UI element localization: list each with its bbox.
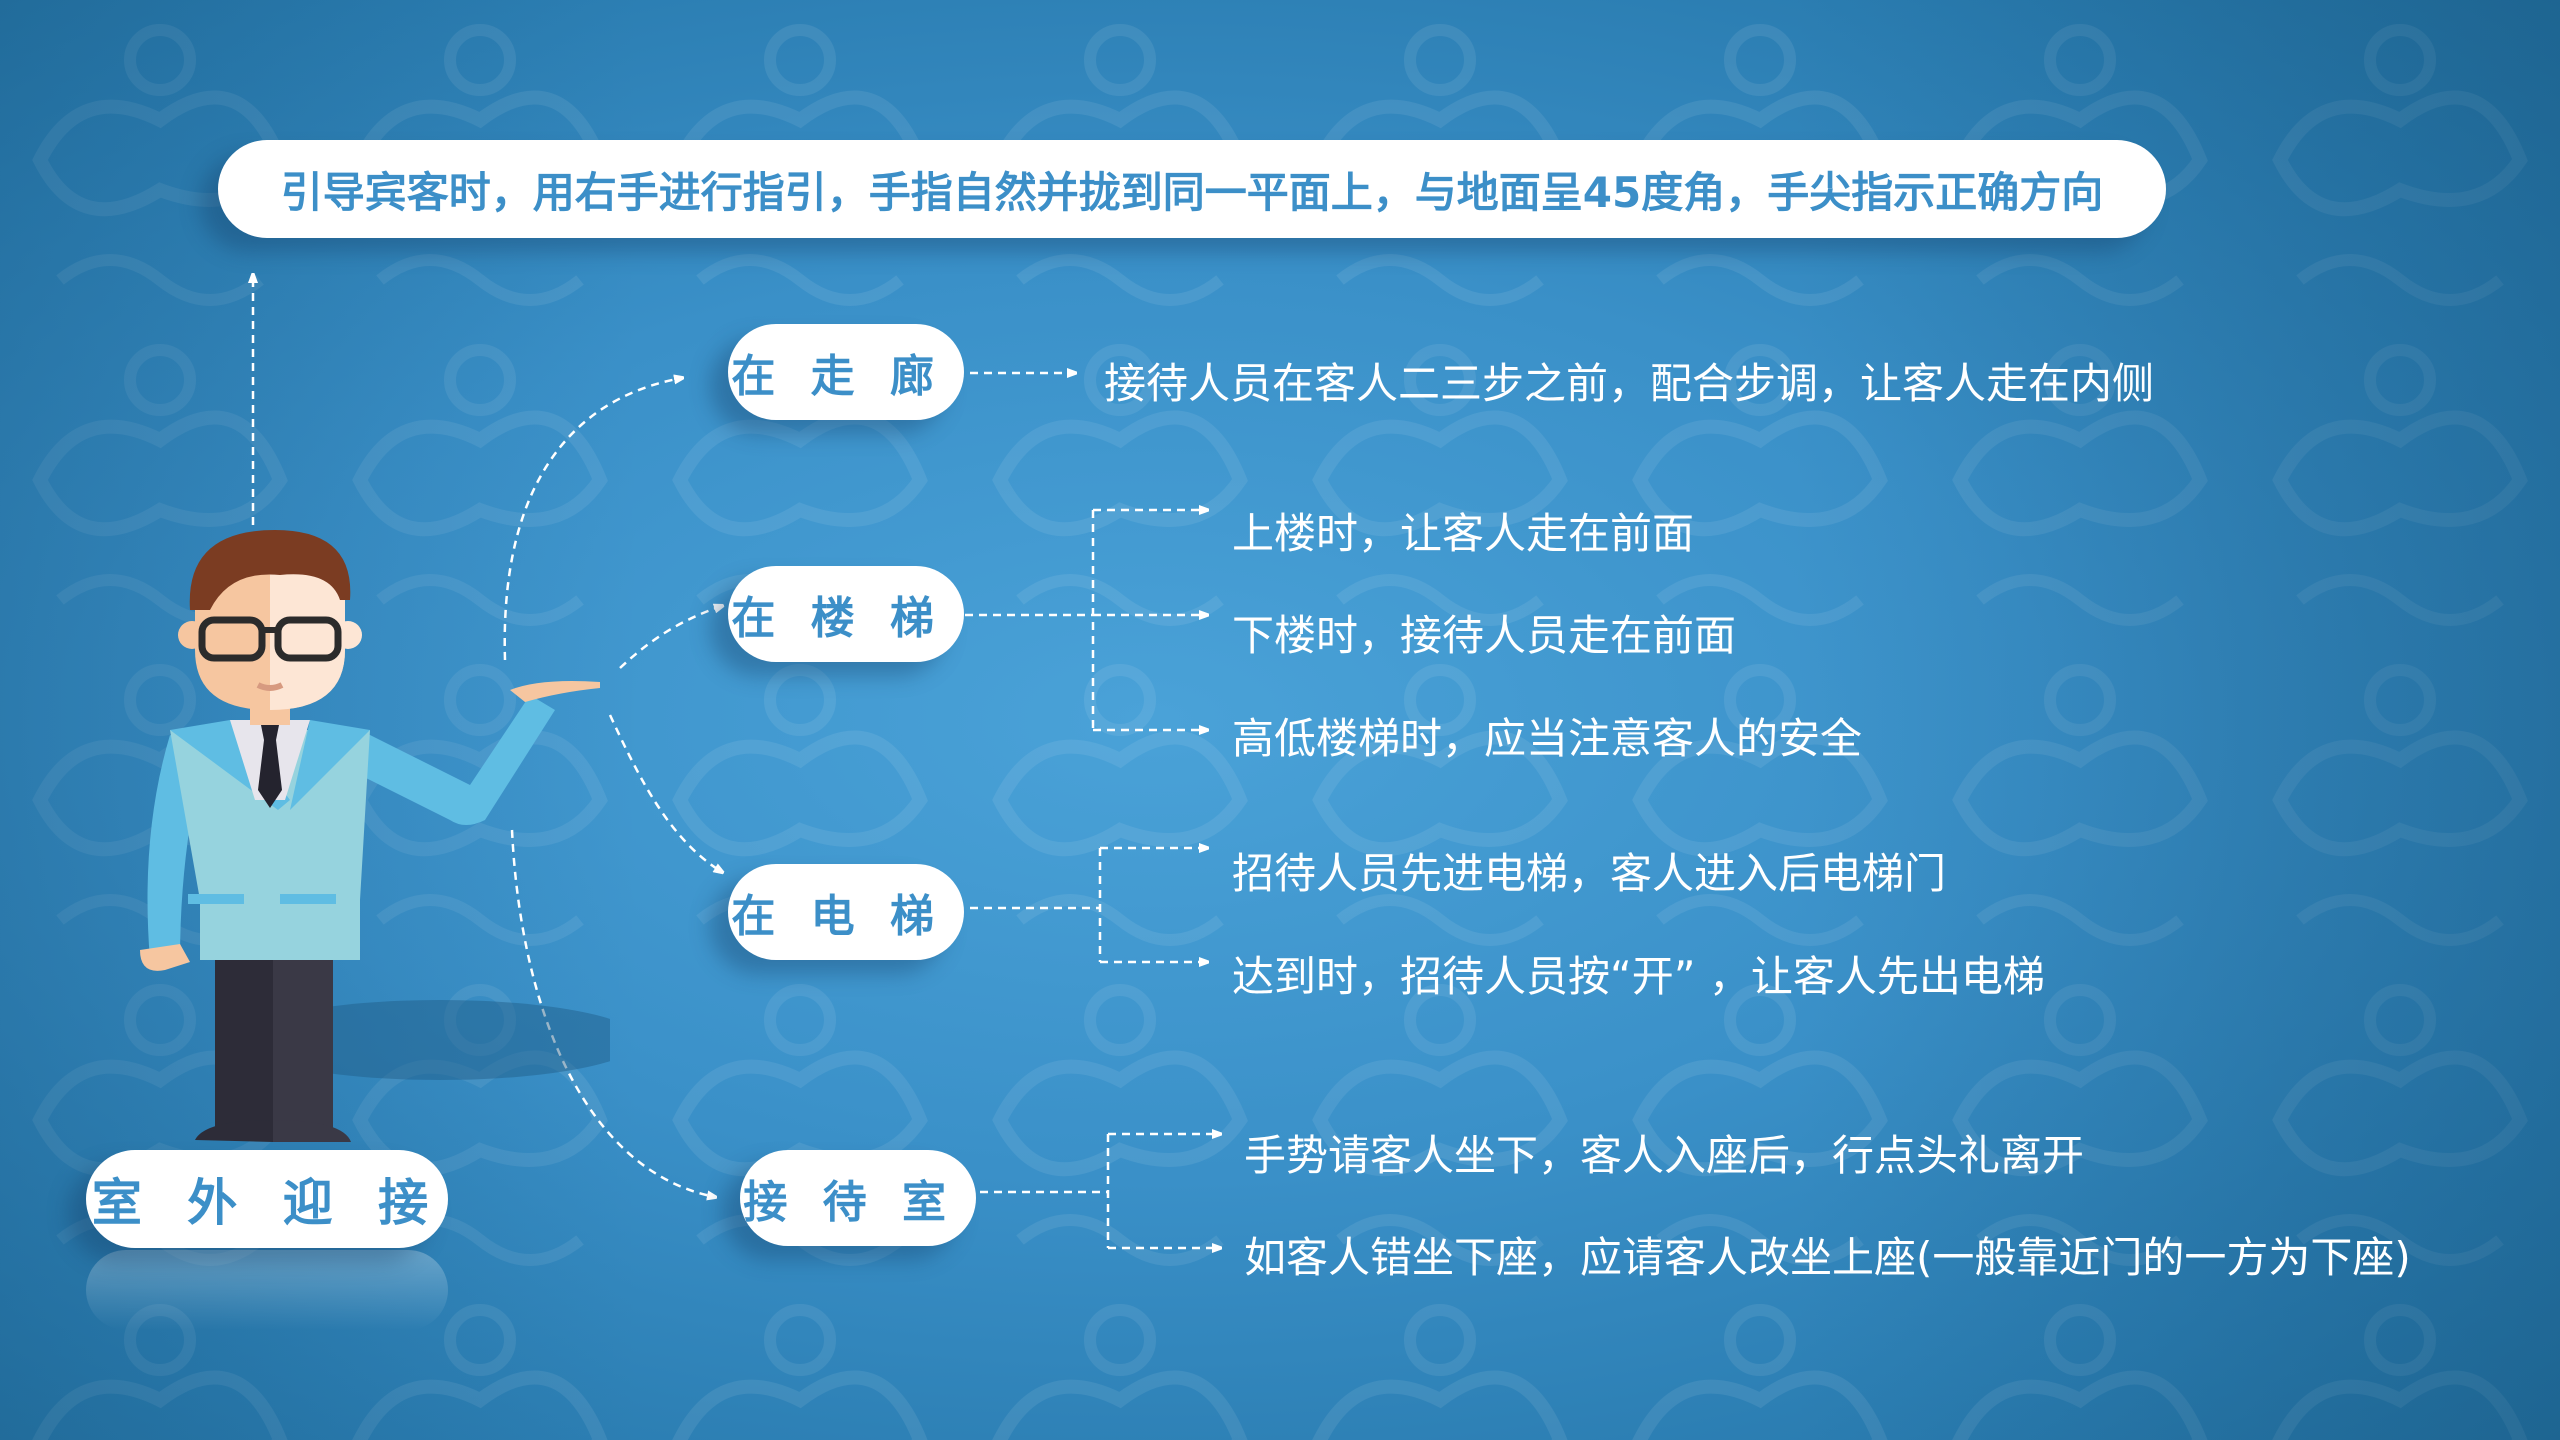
guidance-title-banner: 引导宾客时，用右手进行指引，手指自然并拢到同一平面上，与地面呈45度角，手尖指示… <box>218 140 2166 238</box>
root-node-label: 室 外 迎 接 <box>91 1174 443 1232</box>
root-pill-reflection <box>86 1250 448 1330</box>
stairs-item: 下楼时，接待人员走在前面 <box>1232 611 1737 660</box>
businessman-pointing-illustration <box>140 530 610 1142</box>
stairs-item: 上楼时，让客人走在前面 <box>1232 509 1695 558</box>
category-elevator: 在 电 梯 <box>728 864 964 960</box>
category-label: 接 待 室 <box>743 1177 956 1228</box>
category-label: 在 走 廊 <box>731 351 944 402</box>
category-label: 在 电 梯 <box>731 891 944 942</box>
reception-room-item: 如客人错坐下座，应请客人改坐上座(一般靠近门的一方为下座) <box>1244 1233 2411 1282</box>
category-corridor: 在 走 廊 <box>728 324 964 420</box>
stairs-item: 高低楼梯时，应当注意客人的安全 <box>1232 714 1863 763</box>
elevator-item: 招待人员先进电梯，客人进入后电梯门 <box>1232 849 1947 898</box>
category-stairs: 在 楼 梯 <box>728 566 964 662</box>
elevator-item: 达到时，招待人员按“开” ，让客人先出电梯 <box>1232 952 2045 1001</box>
reception-room-item: 手势请客人坐下，客人入座后，行点头礼离开 <box>1244 1131 2085 1180</box>
root-node-outdoor-reception: 室 外 迎 接 <box>86 1150 448 1248</box>
category-reception-room: 接 待 室 <box>740 1150 976 1246</box>
corridor-item: 接待人员在客人二三步之前，配合步调，让客人走在内侧 <box>1104 359 2155 408</box>
guidance-title-text: 引导宾客时，用右手进行指引，手指自然并拢到同一平面上，与地面呈45度角，手尖指示… <box>280 167 2104 217</box>
category-label: 在 楼 梯 <box>731 593 944 644</box>
